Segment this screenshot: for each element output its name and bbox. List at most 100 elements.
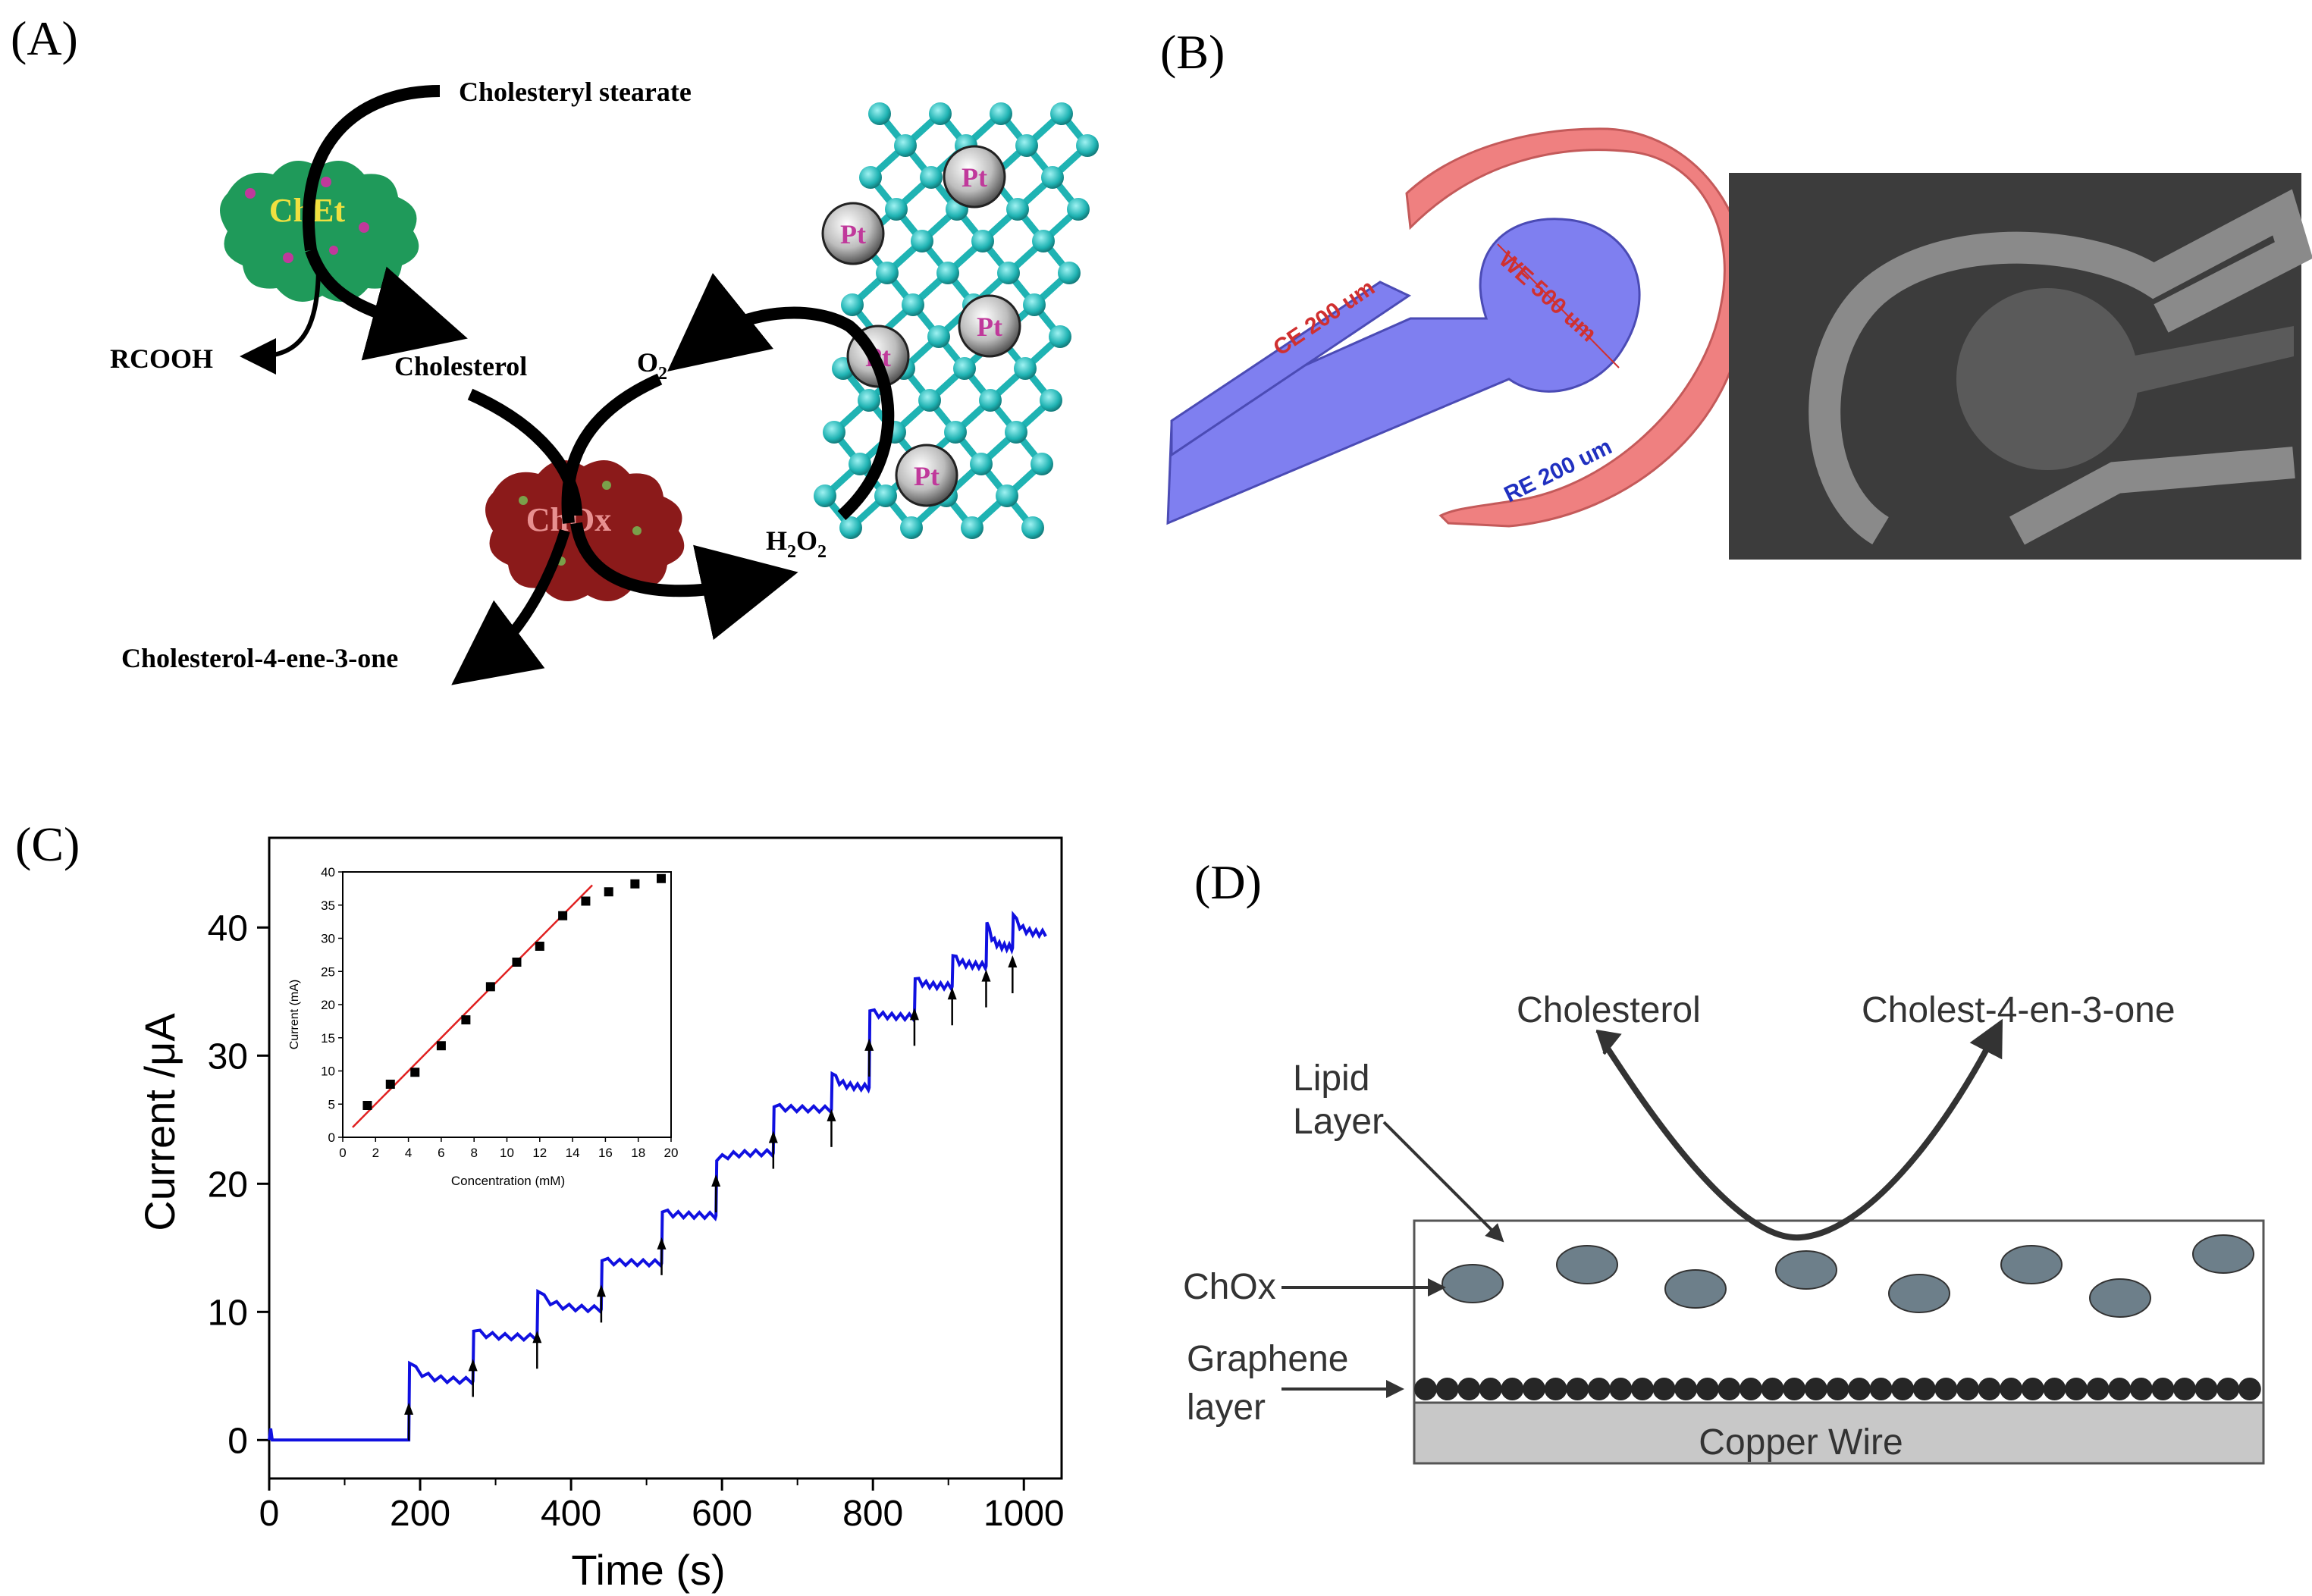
graphene-bead: [1912, 1378, 1936, 1400]
injection-arrowhead: [827, 1108, 836, 1121]
graphene-atom: [1049, 325, 1071, 348]
graphene-bead: [1609, 1378, 1633, 1400]
inset-x-tick-label: 6: [438, 1146, 444, 1160]
graphene-atom: [971, 230, 994, 252]
inset-y-tick-label: 30: [321, 932, 335, 946]
inset-point: [630, 879, 640, 889]
graphene-bead: [2238, 1378, 2261, 1400]
arrow-to-cholesterol: [305, 248, 468, 361]
graphene-bead: [1783, 1378, 1806, 1400]
inset-x-tick-label: 20: [664, 1146, 679, 1160]
graphene-bead: [2065, 1378, 2088, 1400]
svg-text:Pt: Pt: [977, 312, 1002, 342]
graphene-bead: [1479, 1378, 1502, 1400]
inset-y-tick-label: 20: [321, 998, 335, 1012]
injection-arrowhead: [711, 1174, 721, 1187]
ce-electrode: [1170, 281, 1412, 457]
x-tick-label: 800: [842, 1494, 903, 1534]
graphene-bead: [1587, 1378, 1611, 1400]
reaction-curve: [1601, 1018, 2003, 1241]
graphene-bead: [1544, 1378, 1567, 1400]
electrode-3d-model: CE 200 um WE 500 um RE 200 um: [1166, 127, 1748, 528]
inset-ylabel: Current (mA): [288, 980, 301, 1049]
graphene-atom: [902, 293, 924, 316]
c-xlabel: Time (s): [571, 1546, 725, 1594]
graphene-layer: [1414, 1378, 2261, 1400]
graphene-bead: [1761, 1378, 1784, 1400]
inset-point: [461, 1015, 471, 1025]
graphene-atom: [920, 166, 943, 189]
inset-y-tick-label: 25: [321, 964, 335, 979]
chox-ellipse: [1775, 1250, 1837, 1290]
panel-c-label: (C): [15, 817, 80, 871]
y-tick-label: 30: [208, 1036, 248, 1077]
graphene-atom: [874, 484, 897, 507]
arrow-stearate-in: [302, 85, 441, 252]
graphene-atom: [929, 102, 952, 125]
species-o2: O2: [637, 347, 667, 384]
chox-ellipse: [2192, 1234, 2254, 1274]
graphene-atom: [927, 325, 950, 348]
panel-a-label: (A): [11, 11, 78, 65]
inset-point: [436, 1041, 446, 1051]
inset-point: [535, 942, 544, 951]
graphene-bead: [1674, 1378, 1698, 1400]
panel-b-label: (B): [1160, 25, 1225, 79]
graphene-bead: [1848, 1378, 1871, 1400]
graphene-atom: [1014, 357, 1037, 380]
x-tick-label: 600: [692, 1494, 752, 1534]
injection-arrowhead: [532, 1331, 542, 1344]
graphene-atom: [1076, 134, 1099, 157]
inset-x-tick-label: 16: [598, 1146, 613, 1160]
arrow-to-h2o2: [570, 522, 798, 640]
graphene-atom: [990, 102, 1012, 125]
graphene-bead: [1652, 1378, 1676, 1400]
chox-ellipse: [2089, 1278, 2151, 1318]
d-product-label: Cholest-4-en-3-one: [1862, 990, 2176, 1030]
inset-y-tick-label: 35: [321, 898, 335, 913]
graphene-atom: [1021, 516, 1044, 539]
lipid-arrow: [1382, 1121, 1504, 1243]
graphene-atom: [936, 262, 959, 284]
species-cholesterol: Cholesterol: [394, 351, 527, 381]
graphene-atom: [1005, 421, 1027, 444]
graphene-atom: [814, 484, 836, 507]
graphene-bead: [1501, 1378, 1524, 1400]
pt-particle: Pt: [958, 294, 1021, 358]
graphene-atom: [1041, 166, 1064, 189]
graphene-atom: [885, 198, 908, 221]
graphene-atom: [1023, 293, 1046, 316]
graphene-atom: [876, 262, 899, 284]
injection-arrowhead: [909, 1008, 919, 1021]
graphene-bead: [2151, 1378, 2175, 1400]
graphene-bead: [1414, 1378, 1437, 1400]
graphene-bead: [2216, 1378, 2240, 1400]
injection-arrowhead: [596, 1284, 606, 1297]
graphene-bead: [1978, 1378, 2001, 1400]
graphene-atom: [858, 389, 880, 412]
re-electrode: [1405, 127, 1748, 528]
injection-arrowhead: [468, 1359, 478, 1372]
graphene-bead: [1696, 1378, 1719, 1400]
graphene-atom: [1058, 262, 1081, 284]
graphene-atom: [868, 102, 891, 125]
inset-point: [604, 887, 613, 897]
d-graphene-label-2: layer: [1187, 1387, 1266, 1428]
graphene-bead: [1566, 1378, 1589, 1400]
inset-xlabel: Concentration (mM): [451, 1174, 565, 1188]
injection-arrowhead: [947, 987, 957, 1000]
graphene-atom: [918, 389, 941, 412]
graphene-atom: [996, 484, 1018, 507]
graphene-bead: [1891, 1378, 1915, 1400]
graphene-atom: [961, 516, 983, 539]
panel-b: (B) CE 200 um WE 500 um RE 200 um: [1160, 25, 2312, 560]
inset-point: [657, 873, 667, 883]
arrow-o2-in: [561, 373, 663, 524]
chox-ellipses: [1441, 1234, 2254, 1318]
inset-point: [581, 896, 591, 906]
y-tick-label: 40: [208, 908, 248, 949]
graphene-atom: [979, 389, 1002, 412]
